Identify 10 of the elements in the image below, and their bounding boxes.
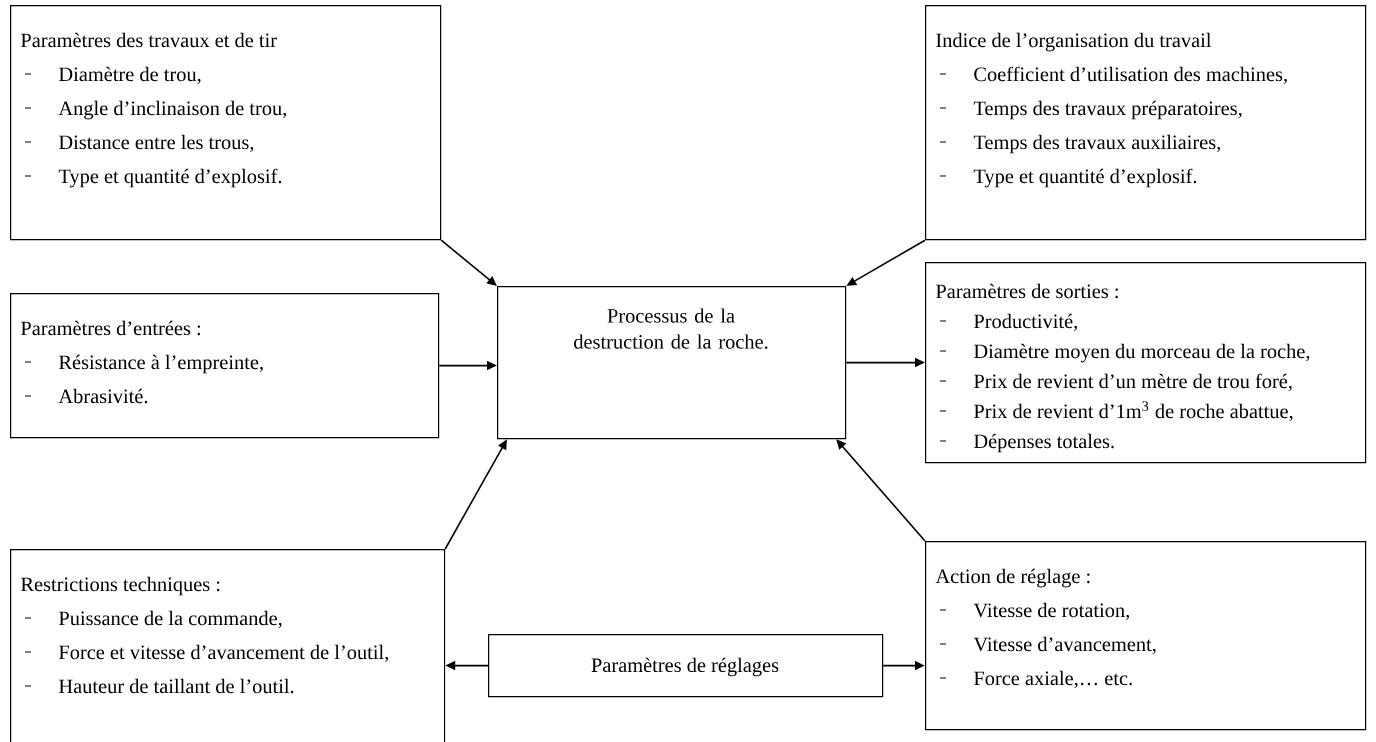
text-box: Paramètres de sorties : Productivité, Diamètre moyen du morceau de la roche, Prix de revient d’un mètre de trou foré, Prix de revient d’1m$^{3}$ de roche abattue, Dépenses totales.: [925, 262, 1367, 464]
text-box: Processus de la destruction de la roche.: [497, 286, 847, 440]
text-box: Action de réglage : Vitesse de rotation, Vitesse d’avancement, Force axiale,… etc.: [925, 541, 1367, 731]
text-box: Indice de l’organisation du travail Coefficient d’utilisation des machines, Temps des travaux préparatoires, Temps des travaux auxiliaires, Type et quantité d’explosif.: [925, 5, 1367, 241]
arrow: [836, 439, 926, 542]
text-box: Paramètres des travaux et de tir Diamètre de trou, Angle d’inclinaison de trou, Distance entre les trous, Type et quantité d’explosif.: [10, 5, 442, 241]
text-box: Paramètres de réglages: [488, 634, 884, 698]
text-box: Restrictions techniques : Puissance de la commande, Force et vitesse d’avancement de l’outil, Hauteur de taillant de l’outil.: [10, 549, 446, 742]
text-box: Paramètres d’entrées : Résistance à l’empreinte, Abrasivité.: [10, 293, 440, 439]
arrow: [440, 239, 497, 286]
